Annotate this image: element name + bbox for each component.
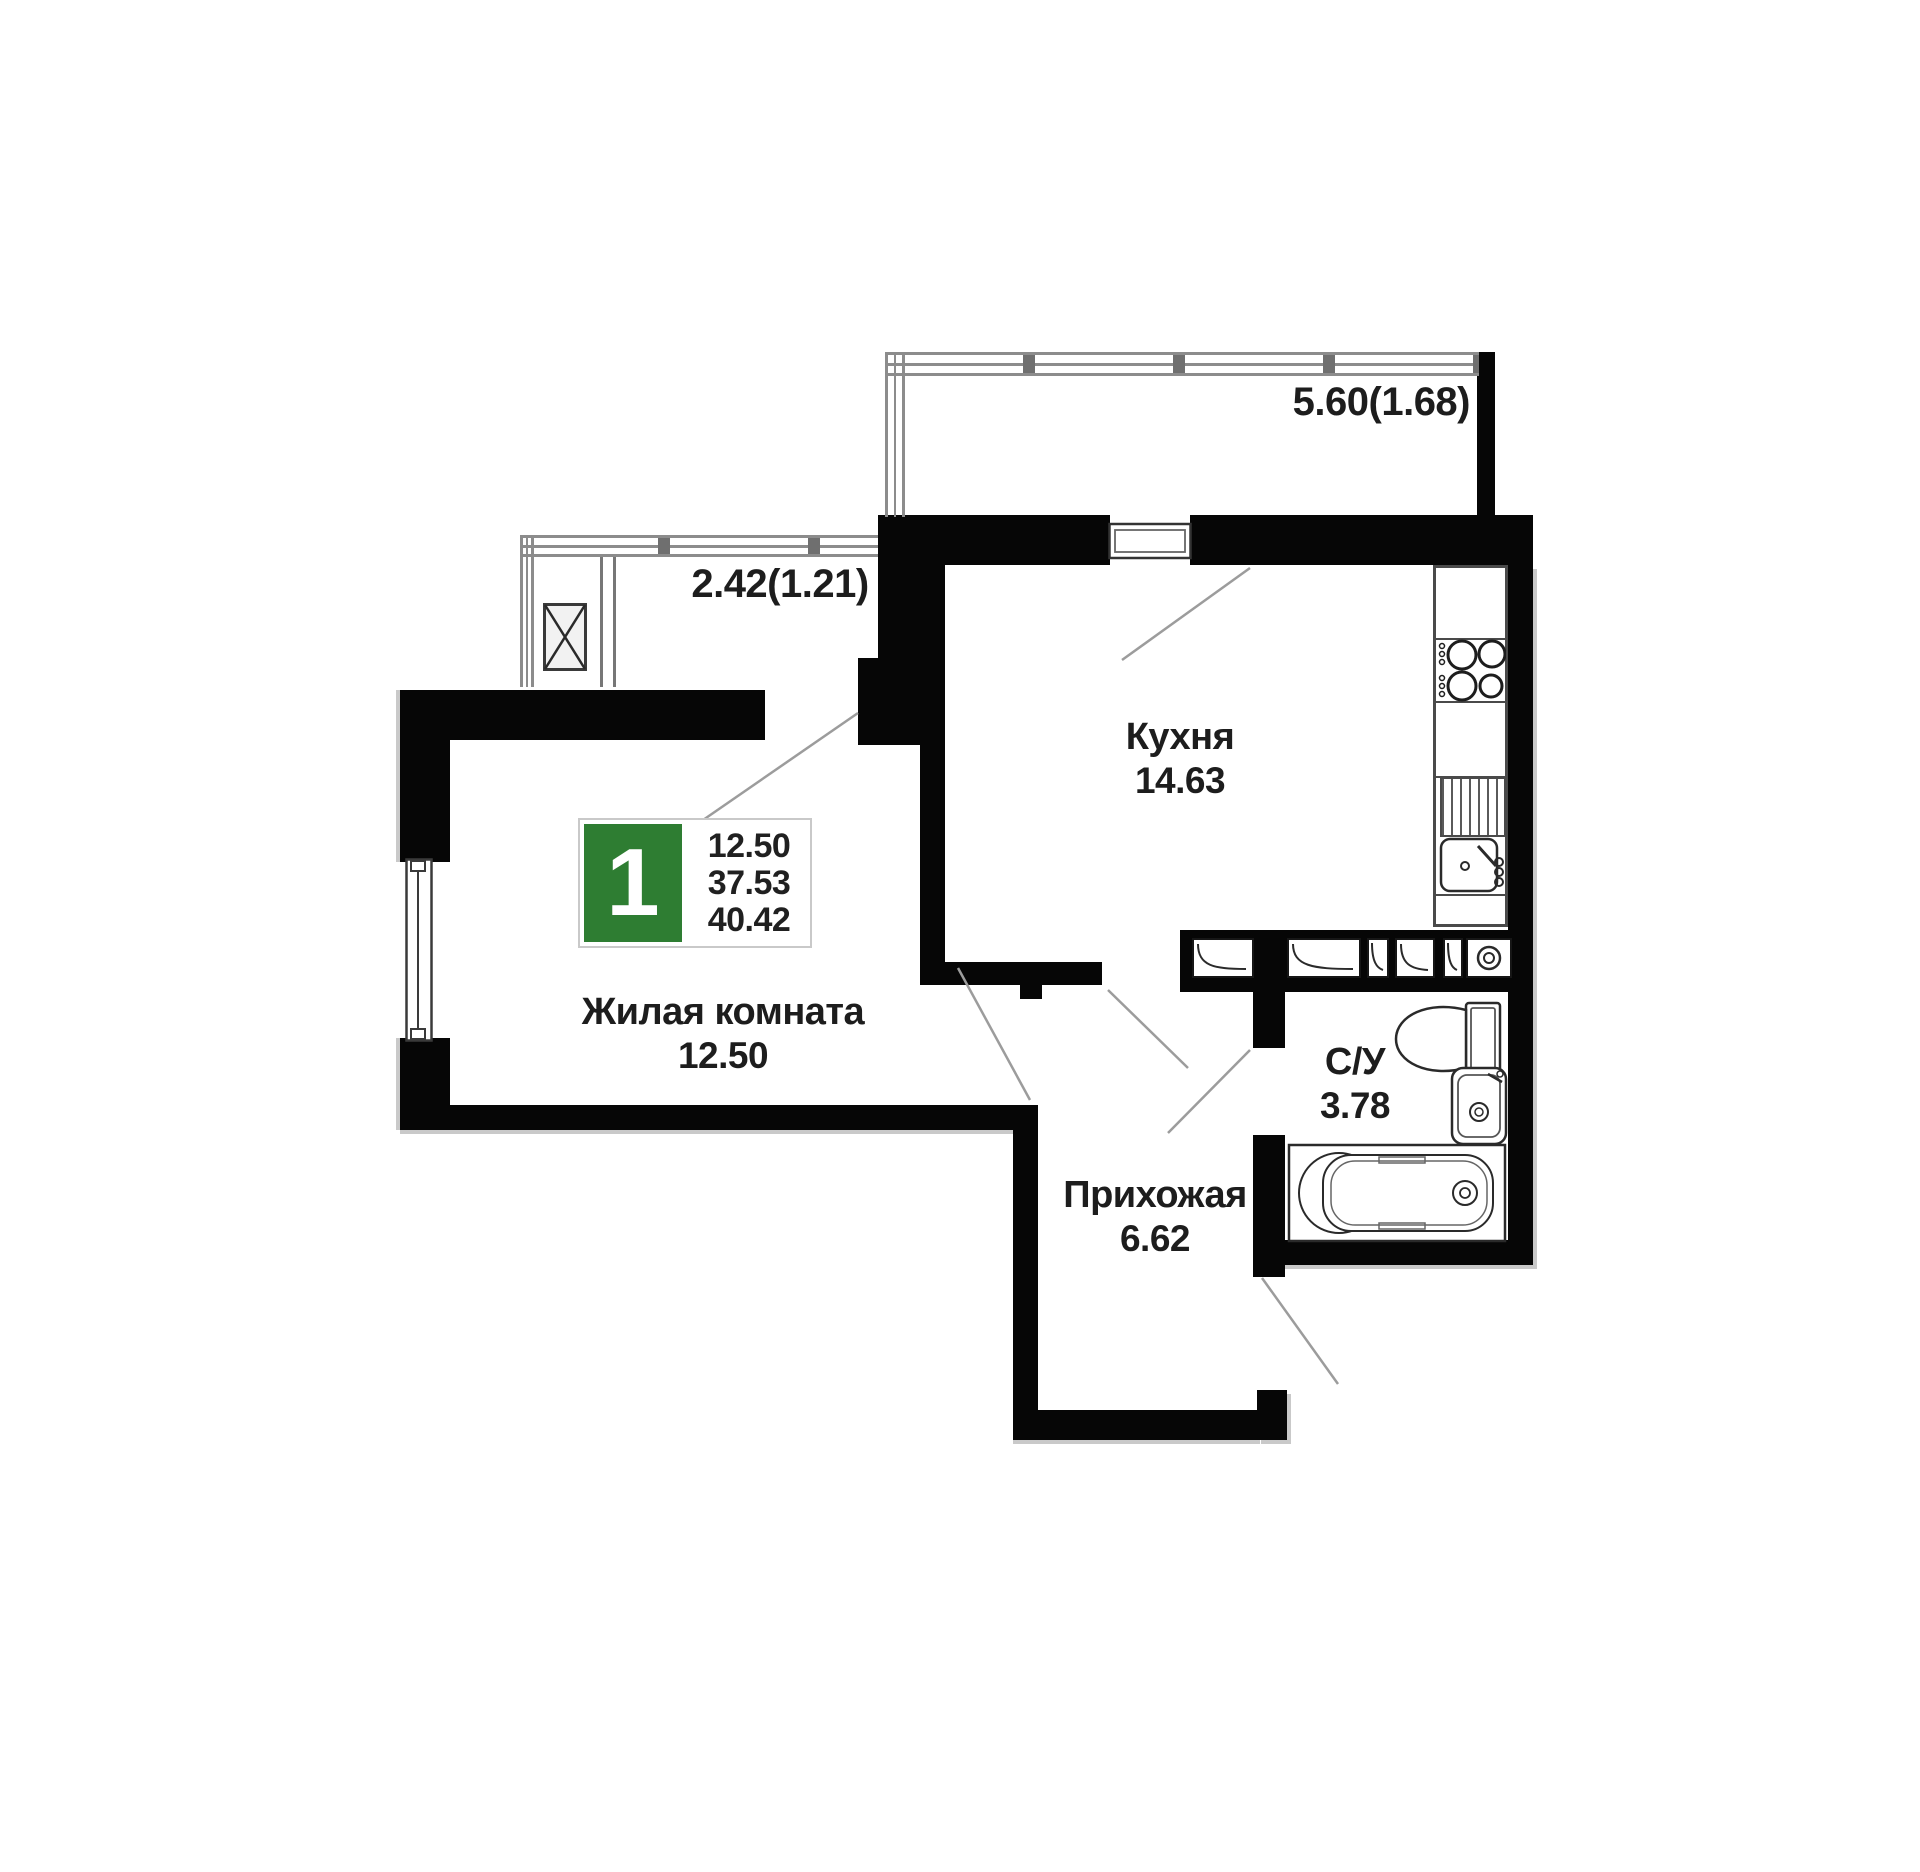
wall-entry-block	[1257, 1390, 1287, 1440]
wall-kitchen-top-right	[1190, 515, 1533, 565]
room-label-living: Жилая комната 12.50	[523, 990, 923, 1078]
unit-badge: 1 12.50 37.53 40.42	[578, 818, 812, 948]
room-area-living: 12.50	[677, 1035, 769, 1076]
unit-badge-area-total: 40.42	[707, 900, 791, 939]
counter-divider	[1436, 701, 1505, 703]
wall-living-left-upper	[400, 690, 450, 862]
wall-door-jamb-stub	[1020, 985, 1042, 999]
drainboard-icon	[1440, 777, 1506, 837]
room-name-hallway: Прихожая	[1063, 1174, 1247, 1216]
room-name-kitchen: Кухня	[1125, 716, 1235, 758]
unit-badge-area-living: 12.50	[707, 826, 791, 865]
left-balcony-glazing	[520, 535, 878, 557]
top-balcony-glazing-left	[885, 352, 905, 517]
room-label-hallway: Прихожая 6.62	[1040, 1173, 1270, 1261]
crossed-box-icon	[543, 603, 587, 671]
wall-living-kitchen	[920, 742, 945, 985]
wall-bath-bottom	[1285, 1240, 1533, 1265]
living-window	[405, 858, 433, 1042]
washing-machine-icon	[1466, 938, 1512, 978]
room-name-bathroom: С/У	[1324, 1041, 1386, 1083]
unit-badge-area-mid: 37.53	[707, 863, 791, 902]
kitchen-sink-icon	[1439, 837, 1504, 893]
room-name-living: Жилая комната	[581, 991, 865, 1033]
room-area-kitchen: 14.63	[1134, 760, 1226, 801]
wall-hall-left	[1013, 1130, 1038, 1412]
room-area-hallway: 6.62	[1119, 1218, 1191, 1259]
vent-duct-icon	[1192, 938, 1254, 978]
dimension-label-left-balcony: 2.42(1.21)	[691, 562, 869, 606]
top-balcony-glazing	[885, 352, 1479, 376]
vent-duct-narrow-icon	[1367, 938, 1389, 978]
left-balcony-glazing-left	[520, 535, 534, 687]
wall-kitchen-hall	[920, 962, 1102, 985]
counter-divider	[1436, 894, 1505, 896]
room-label-bathroom: С/У 3.78	[1290, 1040, 1420, 1128]
balcony-divider	[600, 557, 616, 687]
unit-badge-areas: 12.50 37.53 40.42	[692, 824, 806, 942]
wall-living-bottom	[400, 1105, 1038, 1130]
bathroom-sink-icon	[1450, 1066, 1508, 1146]
wall-living-top-b	[858, 658, 945, 745]
wall-hall-bottom	[1013, 1410, 1260, 1440]
wall-living-top-a	[400, 690, 765, 740]
wall-bath-hall-upper	[1253, 992, 1285, 1048]
room-label-kitchen: Кухня 14.63	[1040, 715, 1320, 803]
toilet-icon	[1394, 1001, 1502, 1077]
room-area-bathroom: 3.78	[1319, 1085, 1391, 1126]
vent-duct-narrow-icon	[1443, 938, 1463, 978]
stove-icon	[1438, 639, 1506, 702]
wall-kitchen-top-left	[878, 515, 1110, 565]
counter-divider	[1436, 638, 1505, 640]
balcony-door-window	[1108, 522, 1192, 560]
dimension-label-top-balcony: 5.60(1.68)	[1292, 380, 1471, 424]
unit-badge-count: 1	[584, 824, 682, 942]
vent-duct-icon	[1287, 938, 1361, 978]
bathtub-icon	[1287, 1143, 1507, 1243]
wall-bath-hall-lower	[1253, 1135, 1285, 1277]
wall-top-balcony-right	[1477, 352, 1495, 518]
vent-duct-icon	[1395, 938, 1435, 978]
wall-right	[1508, 565, 1533, 1265]
